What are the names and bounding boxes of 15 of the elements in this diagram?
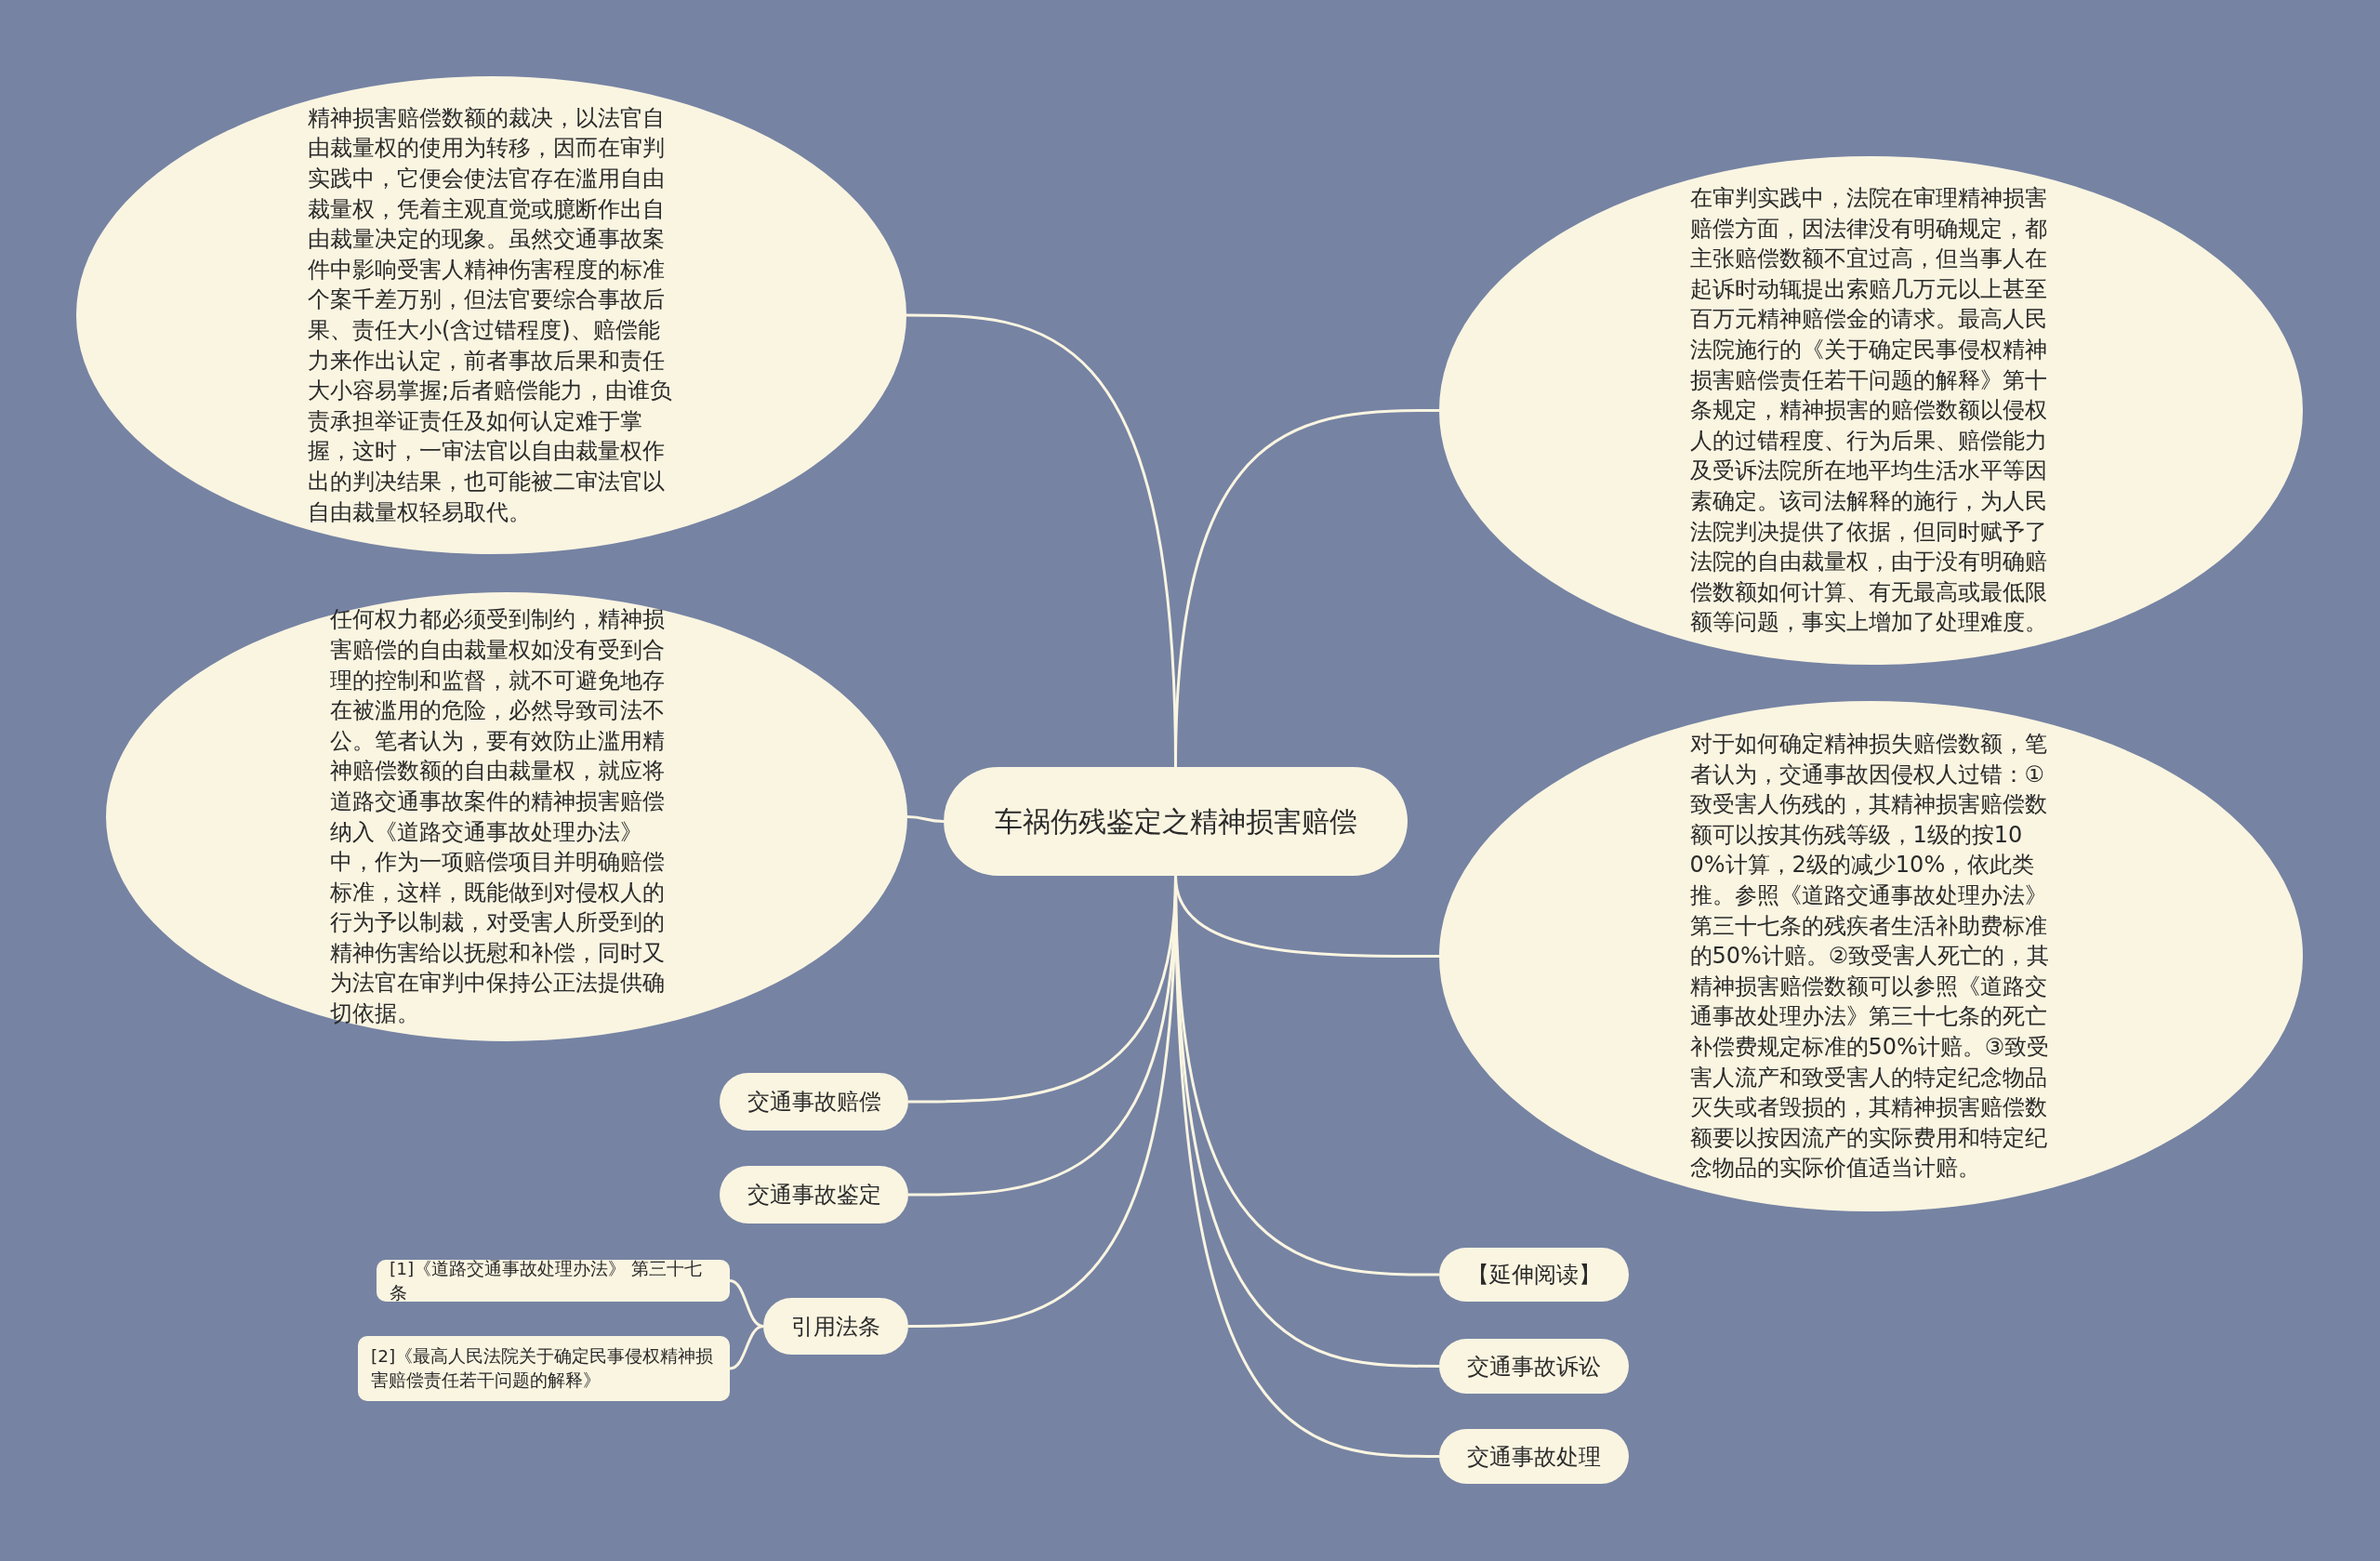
topic-pill: 交通事故处理 (1439, 1429, 1629, 1484)
topic-pill: 交通事故鉴定 (720, 1166, 908, 1224)
topic-pill: 交通事故诉讼 (1439, 1339, 1629, 1394)
topic-ellipse: 精神损害赔偿数额的裁决，以法官自由裁量权的使用为转移，因而在审判实践中，它便会使法官存在滥用自由裁量权，凭着主观直觉或臆断作出自由裁量决定的现象。虽然交通事故案件中影响受害人精神伤害程度的标准个案千差万别，但法官要综合事故后果、责任大小(含过错程度)、赔偿能力来作出认定，前者事故后果和责任大小容易掌握;后者赔偿能力，由谁负责承担举证责任及如何认定难于掌握，这时，一审法官以自由裁量权作出的判决结果，也可能被二审法官以自由裁量权轻易取代。 (76, 76, 906, 554)
central-topic: 车祸伤残鉴定之精神损害赔偿 (944, 767, 1408, 876)
reference-box: [2]《最高人民法院关于确定民事侵权精神损害赔偿责任若干问题的解释》 (358, 1336, 730, 1401)
topic-pill: 引用法条 (763, 1298, 908, 1355)
connector-line (906, 815, 945, 823)
connector-line (729, 1325, 764, 1370)
topic-pill: 交通事故赔偿 (720, 1073, 908, 1131)
topic-ellipse: 对于如何确定精神损失赔偿数额，笔者认为，交通事故因侵权人过错：①致受害人伤残的，其精神损害赔偿数额可以按其伤残等级，1级的按100%计算，2级的减少10%，依此类推。参照《道路交通事故处理办法》第三十七条的残疾者生活补助费标准的50%计赔。②致受害人死亡的，其精神损害赔偿数额可以参照《道路交通事故处理办法》第三十七条的死亡补偿费规定标准的50%计赔。③致受害人流产和致受害人的特定纪念物品灭失或者毁损的，其精神损害赔偿数额要以按因流产的实际费用和特定纪念物品的实际价值适当计赔。 (1439, 701, 2303, 1211)
topic-ellipse: 任何权力都必须受到制约，精神损害赔偿的自由裁量权如没有受到合理的控制和监督，就不可避免地存在被滥用的危险，必然导致司法不公。笔者认为，要有效防止滥用精神赔偿数额的自由裁量权，就应将道路交通事故案件的精神损害赔偿纳入《道路交通事故处理办法》中，作为一项赔偿项目并明确赔偿标准，这样，既能做到对侵权人的行为予以制裁，对受害人所受到的精神伤害给以抚慰和补偿，同时又为法官在审判中保持公正法提供确切依据。 (106, 592, 907, 1041)
topic-pill: 【延伸阅读】 (1439, 1248, 1629, 1302)
reference-box: [1]《道路交通事故处理办法》 第三十七条 (377, 1260, 730, 1302)
topic-ellipse: 在审判实践中，法院在审理精神损害赔偿方面，因法律没有明确规定，都主张赔偿数额不宜过高，但当事人在起诉时动辄提出索赔几万元以上甚至百万元精神赔偿金的请求。最高人民法院施行的《关于确定民事侵权精神损害赔偿责任若干问题的解释》第十条规定，精神损害的赔偿数额以侵权人的过错程度、行为后果、赔偿能力及受诉法院所在地平均生活水平等因素确定。该司法解释的施行，为人民法院判决提供了依据，但同时赋予了法院的自由裁量权，由于没有明确赔偿数额如何计算、有无最高或最低限额等问题，事实上增加了处理难度。 (1439, 156, 2303, 665)
